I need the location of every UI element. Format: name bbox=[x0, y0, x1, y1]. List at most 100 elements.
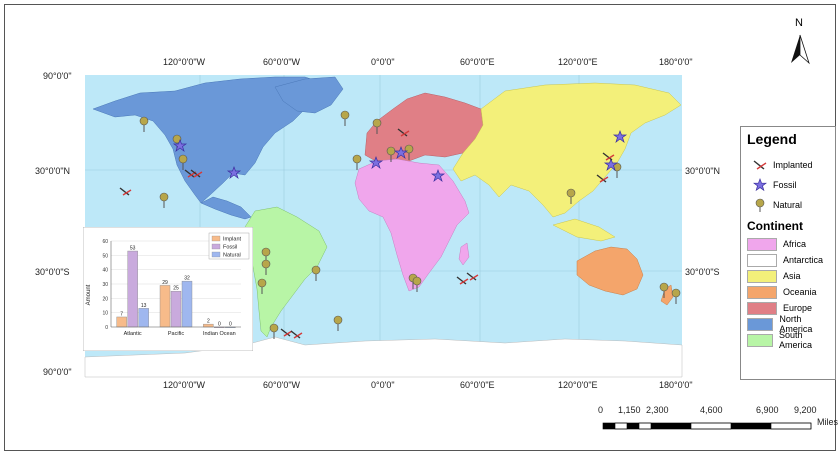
legend-natural: Natural bbox=[747, 195, 829, 215]
implanted-marker bbox=[280, 328, 293, 337]
chart-ytick-label: 20 bbox=[102, 296, 108, 302]
chart-bar bbox=[116, 316, 127, 328]
lon-top-label: 120°0'0"W bbox=[163, 57, 206, 67]
natural-marker bbox=[261, 259, 271, 275]
legend-title: Legend bbox=[747, 131, 797, 147]
legend-continent-item: North America bbox=[747, 314, 829, 334]
chart-bar bbox=[170, 290, 182, 328]
chart-legend-swatch bbox=[211, 243, 221, 250]
continent-swatch bbox=[747, 317, 774, 331]
legend-panel: Legend Implanted Fossil Natural Continen… bbox=[740, 126, 836, 380]
chart-ylabel: Amount bbox=[86, 284, 92, 305]
chart-legend-swatch bbox=[211, 235, 221, 242]
scale-tick: 4,600 bbox=[700, 405, 723, 415]
scale-tick: 0 bbox=[598, 405, 604, 415]
continent-label: North America bbox=[779, 314, 813, 334]
continent-swatch bbox=[747, 237, 777, 251]
natural-marker bbox=[566, 188, 576, 204]
legend-implanted-label: Implanted bbox=[773, 160, 813, 170]
natural-marker bbox=[372, 118, 382, 134]
scale-bar bbox=[602, 422, 812, 430]
continent-label: Antarctica bbox=[783, 255, 824, 265]
natural-marker bbox=[178, 154, 188, 170]
lat-label-30n: 30°0'0"N bbox=[35, 166, 71, 176]
implanted-marker bbox=[456, 276, 469, 285]
implanted-marker bbox=[119, 187, 132, 196]
chart-legend-label: Fossil bbox=[223, 245, 237, 251]
fossil-star bbox=[226, 166, 242, 179]
natural-marker bbox=[340, 110, 350, 126]
implanted-icon bbox=[747, 159, 773, 171]
legend-continent-item: Antarctica bbox=[747, 252, 829, 268]
lat-label-30s: 30°0'0"S bbox=[35, 267, 70, 277]
natural-marker bbox=[269, 323, 279, 339]
chart-data-label: 0 bbox=[229, 322, 232, 328]
star-icon bbox=[747, 178, 773, 192]
natural-marker bbox=[159, 192, 169, 208]
fossil-star bbox=[368, 156, 384, 169]
continent-swatch bbox=[747, 333, 773, 347]
implanted-marker bbox=[466, 272, 479, 281]
lon-top-label: 180°0'0" bbox=[659, 57, 693, 67]
map-frame: N 90°0'0" 30°0'0"N 30°0'0"S 90°0'0" 30°0… bbox=[4, 4, 838, 451]
lat-label-right-30n: 30°0'0"N bbox=[685, 166, 721, 176]
chart-ytick-label: 60 bbox=[102, 239, 108, 245]
new-zealand bbox=[660, 284, 674, 306]
implanted-marker bbox=[596, 174, 609, 183]
continent-swatch bbox=[747, 285, 777, 299]
fossil-star bbox=[612, 130, 628, 143]
continent-label: Asia bbox=[783, 271, 801, 281]
lon-bottom-label: 0°0'0" bbox=[371, 380, 395, 390]
legend-continent-item: Asia bbox=[747, 268, 829, 284]
implanted-marker bbox=[397, 128, 410, 137]
madagascar bbox=[458, 242, 470, 266]
lon-top-label: 120°0'0"E bbox=[558, 57, 598, 67]
chart-category-label: Atlantic bbox=[124, 331, 142, 337]
chart-category-label: Indian Ocean bbox=[203, 331, 236, 337]
chart-data-label: 53 bbox=[130, 246, 136, 252]
chart-ytick-label: 10 bbox=[102, 311, 108, 317]
scale-unit: Miles bbox=[817, 417, 838, 427]
chart-legend-label: Natural bbox=[223, 253, 241, 259]
lon-bottom-label: 180°0'0" bbox=[659, 380, 693, 390]
fossil-star bbox=[430, 169, 446, 182]
chart-ytick-label: 50 bbox=[102, 253, 108, 259]
chart-bar bbox=[159, 285, 171, 328]
lon-bottom-label: 60°0'0"E bbox=[460, 380, 495, 390]
scale-tick: 6,900 bbox=[756, 405, 779, 415]
north-arrow-icon bbox=[791, 34, 810, 65]
continent-label: Europe bbox=[783, 303, 813, 313]
lon-bottom-label: 120°0'0"W bbox=[163, 380, 206, 390]
chart-data-label: 0 bbox=[218, 322, 221, 328]
fossil-star bbox=[172, 139, 188, 152]
lon-top-label: 60°0'0"W bbox=[263, 57, 301, 67]
chart-ytick-label: 0 bbox=[105, 325, 108, 331]
legend-implanted: Implanted bbox=[747, 155, 829, 175]
scale-tick: 1,150 bbox=[618, 405, 641, 415]
chart-category-label: Pacific bbox=[168, 331, 184, 337]
natural-marker bbox=[333, 315, 343, 331]
chart-data-label: 7 bbox=[120, 311, 123, 317]
legend-continent-title: Continent bbox=[747, 219, 803, 233]
implanted-marker bbox=[190, 169, 203, 178]
north-label: N bbox=[795, 17, 803, 29]
greenland bbox=[274, 76, 344, 114]
scale-tick: 9,200 bbox=[794, 405, 817, 415]
lat-label-90n: 90°0'0" bbox=[43, 71, 72, 81]
continent-label: Oceania bbox=[783, 287, 817, 297]
se-asia-islands bbox=[552, 218, 616, 242]
natural-marker bbox=[671, 288, 681, 304]
natural-marker bbox=[352, 154, 362, 170]
lat-label-90s: 90°0'0" bbox=[43, 367, 72, 377]
fossil-markers bbox=[172, 130, 628, 182]
legend-continent-item: South America bbox=[747, 330, 829, 350]
chart-bar bbox=[181, 280, 193, 328]
lon-top-label: 60°0'0"E bbox=[460, 57, 495, 67]
chart-bar bbox=[127, 250, 138, 328]
implanted-marker bbox=[602, 152, 615, 161]
legend-fossil: Fossil bbox=[747, 175, 829, 195]
legend-natural-label: Natural bbox=[773, 200, 803, 210]
